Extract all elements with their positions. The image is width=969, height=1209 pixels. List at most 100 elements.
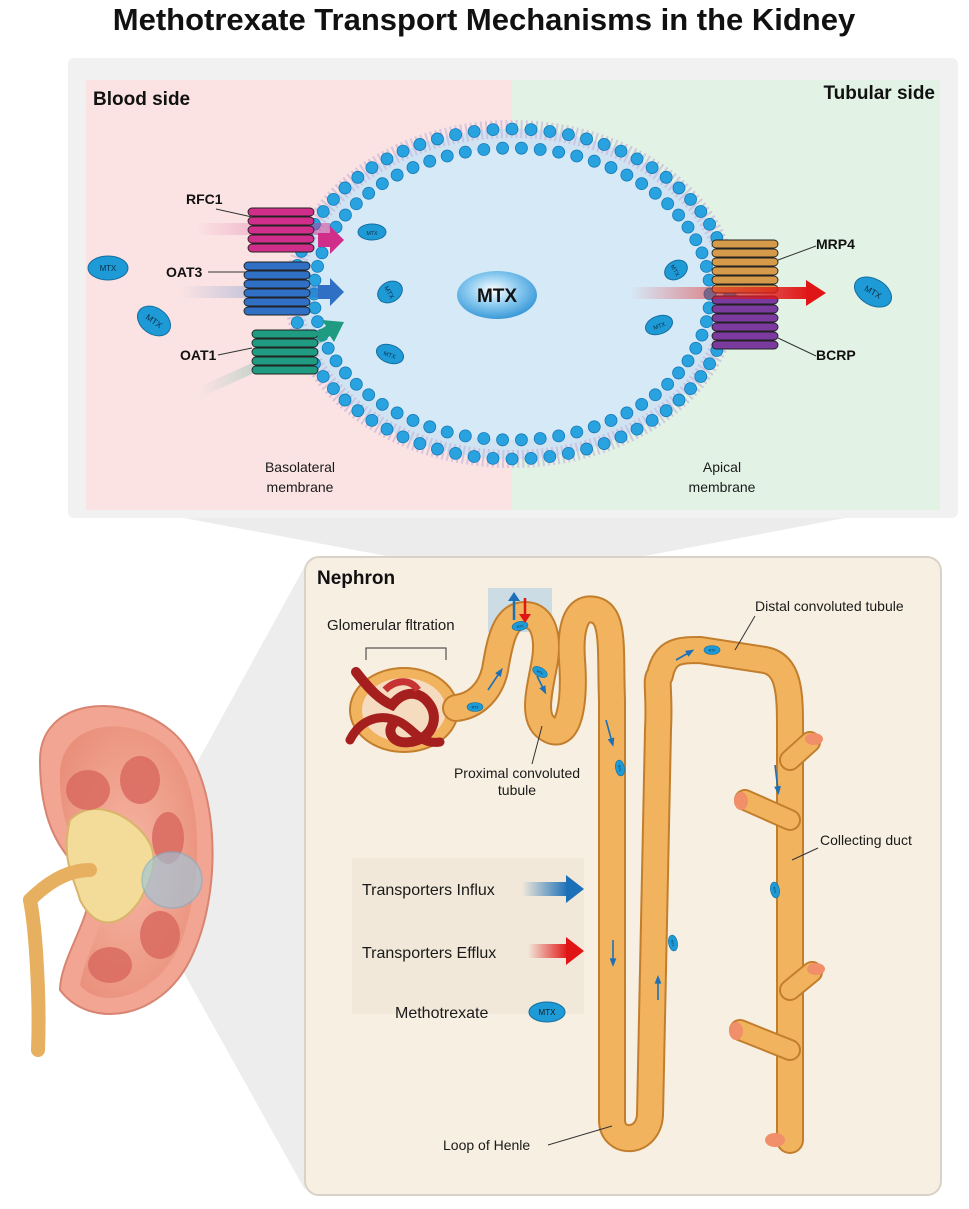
lipid-head [604, 414, 618, 427]
lipid-head [587, 154, 601, 168]
flow-arrow-head [685, 649, 695, 657]
oat3-helix [243, 297, 311, 307]
lipid-head [681, 354, 695, 368]
lipid-head [406, 161, 420, 174]
lipid-head [338, 181, 352, 195]
transporter-rfc1 [196, 207, 344, 254]
glomerulus [345, 667, 459, 753]
lipid-head [308, 273, 322, 287]
lipid-head [684, 192, 697, 206]
lipid-head [524, 451, 538, 465]
lipid-head [505, 122, 519, 136]
lipid-head [449, 128, 462, 142]
lipid-head [375, 397, 389, 411]
oat1-label: OAT1 [180, 347, 217, 363]
lipid-head [327, 382, 340, 396]
mtx-molecule-label: MTX [100, 264, 117, 273]
lipid-head [597, 138, 611, 151]
lipid-head [543, 450, 557, 463]
rfc1-helix [247, 225, 315, 235]
lipid-head [562, 128, 575, 142]
lipid-head [390, 406, 404, 420]
kidney-illustration [23, 566, 305, 1190]
lipid-head [406, 414, 420, 427]
lipid-head [338, 393, 352, 407]
lipid-head [351, 404, 365, 418]
bcrp-label: BCRP [816, 347, 856, 363]
lipid-head [396, 430, 410, 444]
legend-mtx-badge: MTX [528, 1001, 566, 1023]
oat3-helix [243, 306, 311, 316]
lipid-head [365, 413, 379, 427]
mtx-molecule: MTX [377, 280, 403, 304]
tubule-mtx-molecule: MTX [511, 621, 529, 631]
lipid-head [431, 132, 444, 146]
mrp4-helix [711, 248, 779, 258]
tubule-mtx-label: MTX [516, 624, 524, 629]
efflux-arrow-cell [630, 280, 826, 306]
lipid-head [440, 425, 454, 439]
lipid-head [477, 432, 491, 445]
lipid-head [570, 149, 584, 163]
lipid-head [597, 437, 611, 450]
mtx-molecule: MTX [664, 259, 688, 281]
lipid-head [327, 192, 340, 206]
lipid-head [349, 197, 363, 211]
lipid-head [365, 161, 379, 175]
cell-panel: Blood side Tubular side MTX MTX MTX MTX MTX… [68, 58, 958, 566]
nephron-title: Nephron [317, 568, 395, 589]
flow-arrow-head [774, 785, 781, 795]
blood-side-label: Blood side [93, 89, 190, 110]
rfc1-helix [247, 234, 315, 244]
lipid-head [661, 377, 675, 391]
lipid-head [684, 382, 697, 396]
proximal-label-line2: tubule [498, 782, 536, 798]
lipid-head [486, 123, 500, 137]
lipid-head [440, 149, 454, 163]
legend: Transporters Influx Transporters Efflux … [352, 858, 584, 1023]
lipid-head [515, 433, 528, 447]
distal-label: Distal convoluted tubule [755, 598, 904, 614]
lipid-head [380, 422, 394, 436]
lipid-head [524, 123, 538, 137]
lipid-head [311, 315, 324, 329]
tubule-mtx-label: MTX [472, 706, 480, 710]
tubule-mtx-molecule: MTX [703, 645, 721, 655]
bcrp-helix [711, 304, 779, 314]
lipid-head [570, 425, 584, 439]
bcrp-helix [711, 340, 779, 350]
flow-arrow-head [539, 685, 547, 695]
lipid-head [614, 430, 628, 444]
lipid-head [458, 145, 472, 159]
rfc1-helix [247, 216, 315, 226]
lipid-head [580, 442, 593, 456]
flow-arrow-head [607, 737, 615, 747]
mrp4-helix [711, 257, 779, 267]
lipid-head [689, 233, 703, 247]
mtx-molecule: MTX [854, 276, 892, 308]
lipid-head [694, 205, 708, 218]
rfc1-helix [247, 207, 315, 217]
lipid-head [703, 217, 716, 231]
lipid-head [308, 301, 322, 315]
lipid-head [351, 170, 365, 184]
oat3-helix [243, 270, 311, 280]
tubule-mtx-label: MTX [617, 764, 622, 772]
flow-arrow-head [609, 958, 617, 967]
basolateral-label-line2: membrane [267, 479, 334, 495]
lipid-head [630, 422, 644, 436]
lipid-head [321, 341, 335, 355]
glomerular-label: Glomerular fltration [327, 617, 455, 634]
mtx-molecule: MTX [375, 343, 405, 365]
tubular-side-label: Tubular side [823, 83, 935, 104]
lipid-head [362, 388, 376, 402]
lipid-head [630, 152, 644, 166]
tubule-mtx-label: MTX [536, 669, 545, 676]
lipid-head [543, 125, 557, 138]
oat3-helix [243, 261, 311, 271]
apical-label-line2: membrane [689, 479, 756, 495]
lipid-head [505, 452, 519, 466]
lipid-head [413, 138, 427, 151]
